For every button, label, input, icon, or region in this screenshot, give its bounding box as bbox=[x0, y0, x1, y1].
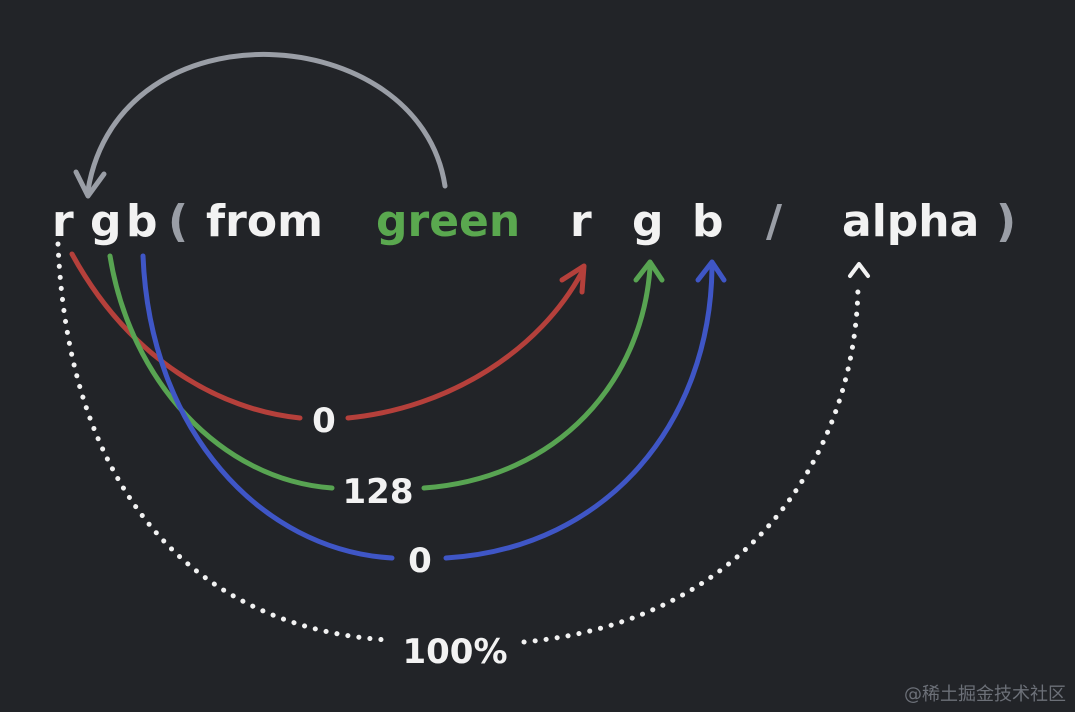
blue-channel-arrow bbox=[140, 253, 727, 561]
origin-to-function-arrow bbox=[73, 52, 448, 199]
alpha-value-label: 100% bbox=[402, 632, 507, 672]
red-value-label: 0 bbox=[312, 401, 336, 441]
origin-arc bbox=[85, 52, 448, 193]
red-arrowhead-icon bbox=[559, 263, 587, 295]
channel-g-token: g bbox=[632, 196, 664, 247]
channel-values: 0 128 0 100% bbox=[312, 401, 507, 672]
alpha-channel-arrow bbox=[55, 241, 870, 645]
green-channel-arrow bbox=[107, 253, 665, 491]
green-arrowhead-icon bbox=[633, 259, 665, 283]
func-r-token: r bbox=[52, 196, 74, 247]
watermark: @稀土掘金技术社区 bbox=[904, 684, 1066, 705]
origin-arrowhead-icon bbox=[73, 169, 107, 199]
alpha-keyword: alpha bbox=[842, 196, 979, 247]
func-b-token: b bbox=[126, 196, 158, 247]
syntax-line: r g b ( from green r g b / alpha ) bbox=[52, 196, 1016, 247]
green-value-label: 128 bbox=[343, 472, 414, 512]
alpha-arc-right bbox=[521, 279, 861, 645]
alpha-arrowhead-icon bbox=[848, 262, 870, 278]
blue-arrowhead-icon bbox=[695, 259, 727, 283]
red-arc-right bbox=[345, 269, 585, 421]
blue-arc-left bbox=[140, 253, 395, 561]
origin-color-keyword: green bbox=[376, 196, 520, 247]
red-arc-left bbox=[69, 251, 303, 421]
blue-value-label: 0 bbox=[408, 541, 432, 581]
close-paren-token: ) bbox=[996, 196, 1016, 247]
alpha-arc-left bbox=[55, 241, 391, 643]
red-channel-arrow bbox=[69, 251, 587, 421]
green-arc-left bbox=[107, 253, 335, 491]
slash-token: / bbox=[766, 196, 783, 247]
blue-arc-right bbox=[443, 265, 715, 561]
channel-b-token: b bbox=[692, 196, 724, 247]
green-arc-right bbox=[421, 265, 653, 491]
channel-r-token: r bbox=[570, 196, 592, 247]
func-g-token: g bbox=[90, 196, 122, 247]
open-paren-token: ( bbox=[168, 196, 188, 247]
from-keyword: from bbox=[206, 196, 323, 247]
